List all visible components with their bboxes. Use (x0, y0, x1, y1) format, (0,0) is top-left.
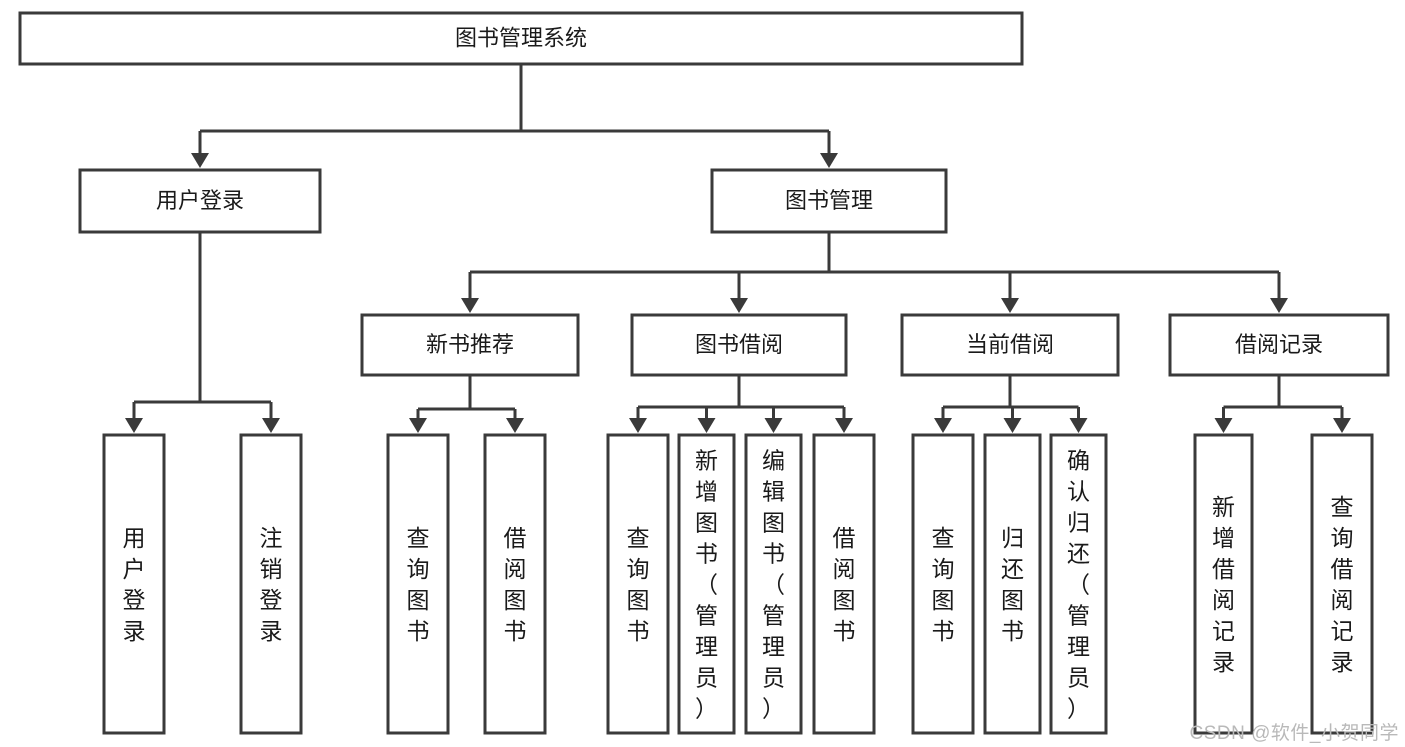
node-label: 新书推荐 (426, 332, 514, 357)
edge-arrowhead (1214, 418, 1233, 433)
edge-group (1214, 375, 1351, 433)
node-level3-1[interactable]: 图书借阅 (630, 313, 848, 377)
node-level3-3[interactable]: 借阅记录 (1168, 313, 1390, 377)
node-rect (630, 313, 848, 377)
edge-arrowhead (934, 418, 952, 433)
node-label: 注销登录 (260, 525, 283, 644)
edge-arrowhead (835, 418, 853, 433)
node-label: 图书借阅 (695, 332, 783, 357)
node-label: 新增借阅记录 (1212, 494, 1235, 675)
node-level2-0[interactable]: 用户登录 (78, 168, 322, 234)
node-level3-2[interactable]: 当前借阅 (900, 313, 1120, 377)
node-leaf-7[interactable]: 借阅图书 (812, 433, 876, 735)
edge-group (629, 375, 853, 433)
node-rect (710, 168, 948, 234)
node-rect (677, 433, 736, 735)
node-leaf-8[interactable]: 查询图书 (911, 433, 975, 735)
node-leaf-3[interactable]: 借阅图书 (483, 433, 547, 735)
edge-group (125, 232, 280, 433)
node-leaf-4[interactable]: 查询图书 (606, 433, 670, 735)
node-label: 查询借阅记录 (1331, 494, 1354, 675)
node-rect (900, 313, 1120, 377)
node-rect (386, 433, 450, 735)
node-label: 确认归还（管理员） (1067, 448, 1090, 722)
edge-group (461, 232, 1288, 313)
node-rect (483, 433, 547, 735)
node-rect (360, 313, 580, 377)
node-leaf-5[interactable]: 新增图书（管理员） (677, 433, 736, 735)
edge-arrowhead (262, 418, 280, 433)
node-label: 当前借阅 (966, 332, 1054, 357)
node-label: 查询图书 (627, 525, 650, 644)
node-label: 编辑图书（管理员） (762, 448, 785, 722)
node-rect (1310, 433, 1374, 735)
node-rect (744, 433, 803, 735)
edge-arrowhead (629, 418, 647, 433)
node-leaf-9[interactable]: 归还图书 (983, 433, 1042, 735)
node-label: 归还图书 (1001, 525, 1024, 644)
edge-arrowhead (461, 298, 479, 313)
node-leaf-10[interactable]: 确认归还（管理员） (1049, 433, 1108, 735)
node-rect (1049, 433, 1108, 735)
edge-arrowhead (506, 418, 524, 433)
node-leaf-0[interactable]: 用户登录 (102, 433, 166, 735)
node-root-图书管理系统[interactable]: 图书管理系统 (18, 11, 1024, 66)
node-label: 借阅图书 (833, 525, 856, 644)
node-rect (18, 11, 1024, 66)
node-rect (812, 433, 876, 735)
edge-group (409, 375, 524, 433)
edge-arrowhead (1333, 418, 1351, 433)
node-label: 用户登录 (123, 525, 146, 644)
edge-arrowhead (1001, 298, 1019, 313)
nodes-layer: 图书管理系统用户登录图书管理新书推荐图书借阅当前借阅借阅记录用户登录注销登录查询… (18, 11, 1390, 735)
node-label: 图书管理系统 (455, 25, 587, 50)
node-leaf-12[interactable]: 查询借阅记录 (1310, 433, 1374, 735)
edge-arrowhead (191, 153, 209, 168)
edge-arrowhead (820, 153, 838, 168)
node-leaf-11[interactable]: 新增借阅记录 (1193, 433, 1254, 735)
node-label: 新增图书（管理员） (695, 448, 718, 722)
node-level2-1[interactable]: 图书管理 (710, 168, 948, 234)
edge-arrowhead (125, 418, 143, 433)
node-rect (1193, 433, 1254, 735)
node-rect (1168, 313, 1390, 377)
node-level3-0[interactable]: 新书推荐 (360, 313, 580, 377)
node-leaf-6[interactable]: 编辑图书（管理员） (744, 433, 803, 735)
edge-arrowhead (1270, 298, 1288, 313)
node-label: 用户登录 (156, 188, 244, 213)
node-label: 借阅记录 (1235, 332, 1323, 357)
edge-arrowhead (764, 418, 783, 433)
node-label: 图书管理 (785, 188, 873, 213)
edge-arrowhead (409, 418, 427, 433)
edge-group (934, 375, 1088, 433)
node-leaf-1[interactable]: 注销登录 (239, 433, 303, 735)
csdn-watermark: CSDN @软件_小贺同学 (1189, 723, 1399, 744)
edge-group (191, 64, 838, 168)
node-rect (239, 433, 303, 735)
node-rect (102, 433, 166, 735)
node-rect (983, 433, 1042, 735)
node-rect (606, 433, 670, 735)
edge-arrowhead (697, 418, 716, 433)
edge-arrowhead (1003, 418, 1022, 433)
edges-layer (125, 64, 1351, 433)
node-label: 查询图书 (407, 525, 430, 644)
node-label: 查询图书 (932, 525, 955, 644)
edge-arrowhead (1069, 418, 1088, 433)
node-rect (78, 168, 322, 234)
node-label: 借阅图书 (504, 525, 527, 644)
edge-arrowhead (730, 298, 748, 313)
node-leaf-2[interactable]: 查询图书 (386, 433, 450, 735)
node-rect (911, 433, 975, 735)
